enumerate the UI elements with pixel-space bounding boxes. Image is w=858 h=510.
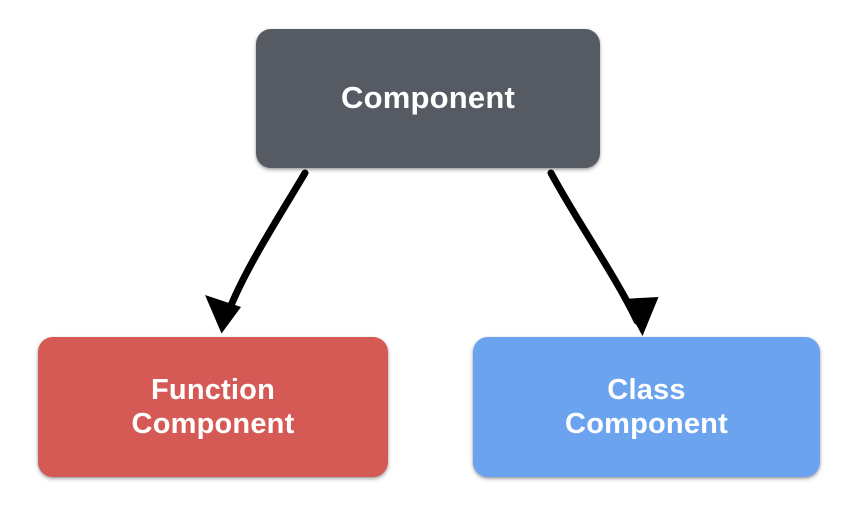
edge-root-to-function-component <box>205 169 309 334</box>
edge-root-to-class-component-line <box>547 169 641 325</box>
edge-root-to-function-component-line <box>222 169 309 322</box>
node-class-component[interactable]: Class Component <box>473 337 820 477</box>
node-component-label: Component <box>341 80 515 116</box>
edge-root-to-class-component <box>547 169 659 336</box>
edge-root-to-class-component-arrowhead <box>622 297 659 336</box>
node-function-component-label: Function Component <box>131 373 295 440</box>
edge-root-to-function-component-arrowhead <box>205 295 241 334</box>
node-component[interactable]: Component <box>256 29 600 168</box>
node-function-component[interactable]: Function Component <box>38 337 388 477</box>
node-class-component-label: Class Component <box>565 373 728 440</box>
